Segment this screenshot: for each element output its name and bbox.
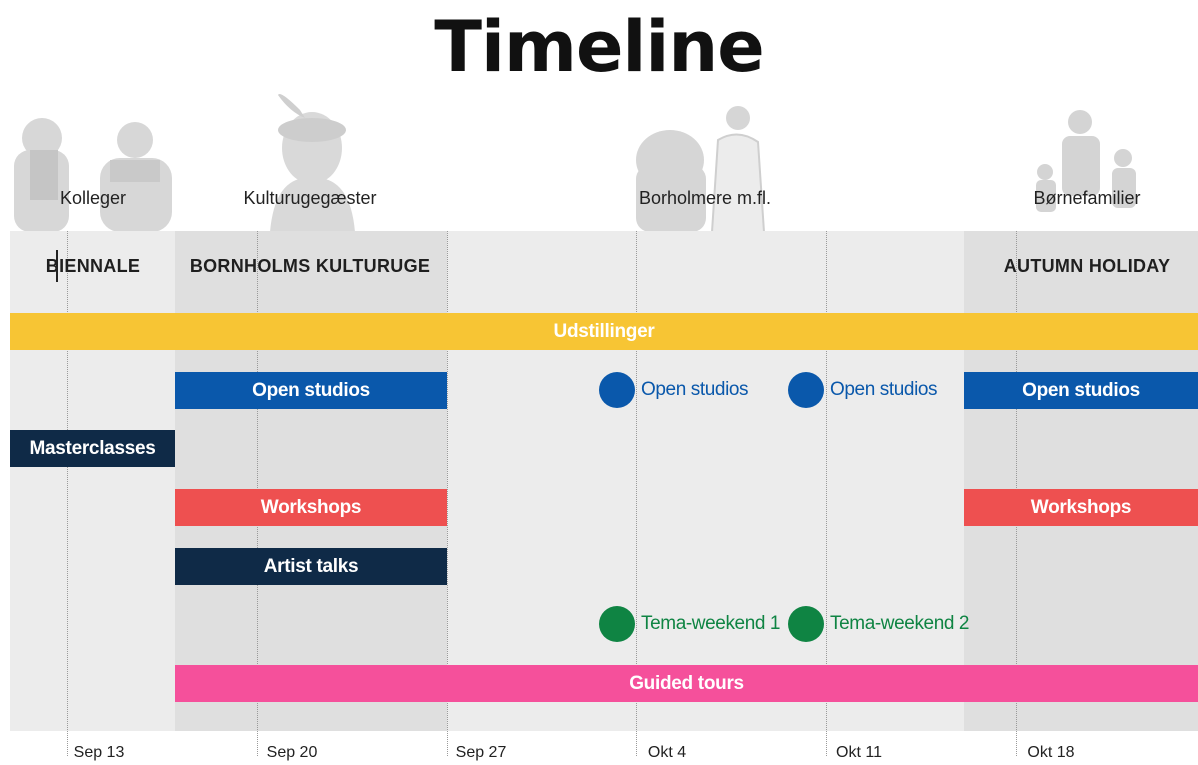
open-studios-label-okt4: Open studios [641, 379, 749, 400]
workshops-bar-autumn: Workshops [964, 489, 1198, 526]
text-cursor [56, 250, 58, 282]
guided-tours-bar: Guided tours [175, 665, 1198, 702]
audience-label-families: Børnefamilier [1033, 188, 1141, 208]
theme-weekend-1-label: Tema-weekend 1 [641, 613, 781, 634]
theme-weekend-1-event: Tema-weekend 1 [599, 606, 780, 642]
event-dot-icon [599, 606, 635, 642]
audience-illustrations [14, 94, 1136, 232]
gridline-okt4 [636, 231, 637, 756]
audience-label-colleagues: Kolleger [59, 188, 127, 208]
colleagues-illustration-icon [14, 118, 172, 232]
locals-illustration-icon [636, 106, 766, 232]
artist-talks-bar: Artist talks [175, 548, 447, 585]
audience-label-locals: Borholmere m.fl. [638, 188, 772, 208]
event-dot-icon [599, 372, 635, 408]
kulturuge-period-shade [175, 231, 447, 731]
culture-guest-illustration-icon [270, 94, 355, 232]
axis-tick-label: Sep 13 [73, 744, 125, 761]
open-studios-event-okt11: Open studios [788, 372, 938, 408]
theme-weekend-2-event: Tema-weekend 2 [788, 606, 969, 642]
page-title: Timeline [434, 6, 764, 88]
axis-tick-label: Okt 18 [1027, 744, 1075, 761]
gridline-okt11 [826, 231, 827, 756]
open-studios-label-okt11: Open studios [830, 379, 938, 400]
workshops-bar-kulturuge: Workshops [175, 489, 447, 526]
audience-label-culture-guests: Kulturugegæster [243, 188, 377, 208]
axis-tick-label: Sep 27 [455, 744, 507, 761]
axis-tick-label: Okt 4 [647, 744, 687, 761]
event-dot-icon [788, 372, 824, 408]
gridline-sep27 [447, 231, 448, 756]
axis-tick-label: Sep 20 [266, 744, 318, 761]
period-label-biennale: BIENNALE [45, 256, 141, 276]
open-studios-bar-autumn: Open studios [964, 372, 1198, 409]
autumn-holiday-period-shade [964, 231, 1198, 731]
period-label-kulturuge: BORNHOLMS KULTURUGE [189, 256, 431, 276]
theme-weekend-2-label: Tema-weekend 2 [830, 613, 970, 634]
event-dot-icon [788, 606, 824, 642]
masterclasses-bar: Masterclasses [10, 430, 175, 467]
open-studios-bar-kulturuge: Open studios [175, 372, 447, 409]
period-label-autumn-holiday: AUTUMN HOLIDAY [1003, 256, 1171, 276]
gridline-sep13 [67, 231, 68, 756]
exhibitions-bar: Udstillinger [10, 313, 1198, 350]
families-illustration-icon [1036, 110, 1136, 212]
open-studios-event-okt4: Open studios [599, 372, 749, 408]
axis-tick-label: Okt 11 [836, 744, 882, 761]
